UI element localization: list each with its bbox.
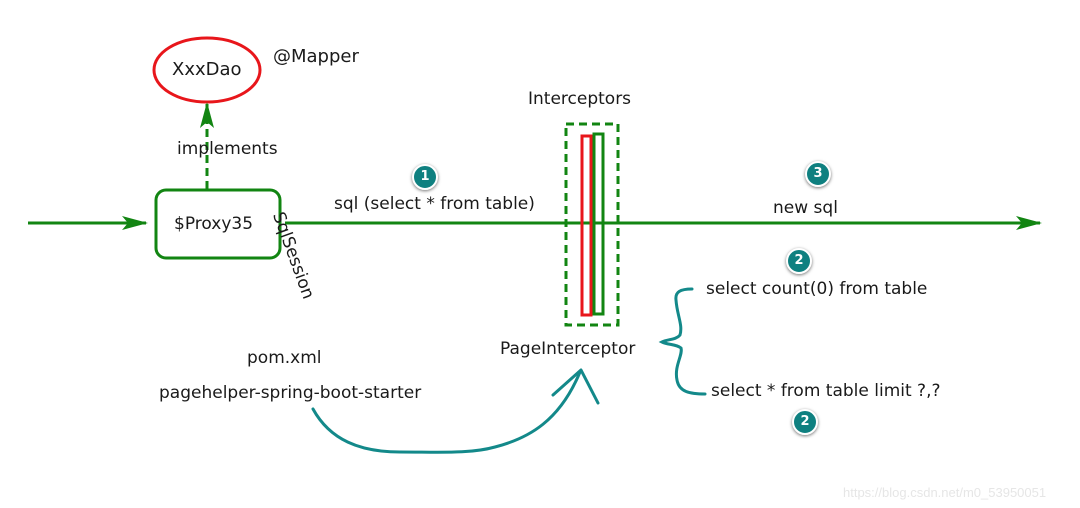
- dependency-curve-arrow: [311, 370, 582, 454]
- curve-arrowhead-icon: [551, 368, 600, 405]
- limit-sql-label: select * from table limit ?,?: [711, 381, 941, 401]
- interceptors-title: Interceptors: [528, 89, 632, 109]
- xxxdao-label: XxxDao: [172, 59, 242, 80]
- sql-input-label: sql (select * from table): [334, 194, 535, 214]
- pagehelper-starter-label: pagehelper-spring-boot-starter: [159, 383, 422, 403]
- implements-label: implements: [177, 139, 278, 159]
- new-sql-label: new sql: [773, 198, 838, 218]
- page-interceptor-label: PageInterceptor: [500, 339, 636, 359]
- interceptors-group: [564, 122, 620, 327]
- interceptor-bar-green: [592, 132, 605, 316]
- interceptor-bar-red: [580, 134, 593, 317]
- mapper-annotation: @Mapper: [273, 46, 359, 67]
- proxy-node: [154, 188, 282, 260]
- count-sql-label: select count(0) from table: [706, 279, 928, 299]
- pom-xml-label: pom.xml: [247, 348, 322, 368]
- step-badge-1: 1: [412, 164, 438, 190]
- step-badge-2-limit: 2: [792, 409, 818, 435]
- step-badge-2-count: 2: [786, 248, 812, 274]
- step-badge-3: 3: [805, 161, 831, 187]
- brace-shape: [658, 287, 707, 396]
- proxy-label: $Proxy35: [174, 214, 254, 234]
- watermark: https://blog.csdn.net/m0_53950051: [843, 485, 1047, 500]
